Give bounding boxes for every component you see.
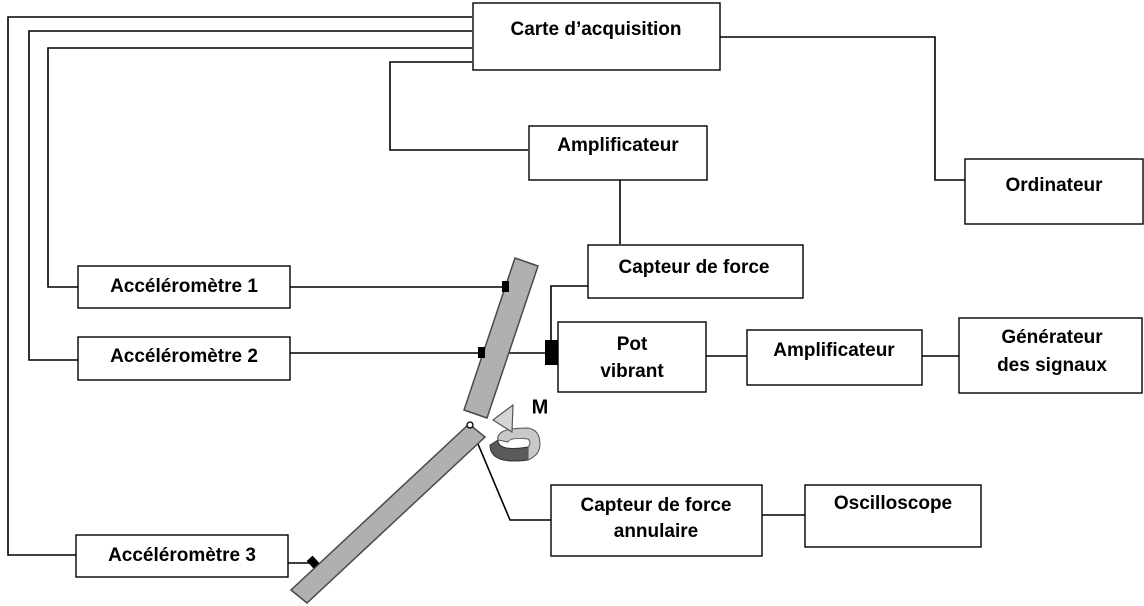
ordinateur-box: Ordinateur [964, 158, 1144, 225]
carte-acquisition-label: Carte d’acquisition [510, 19, 681, 40]
accelerometre-3-box: Accéléromètre 3 [75, 534, 289, 578]
pot-vibrant-line1: Pot [617, 334, 648, 355]
capteur-force-label: Capteur de force [619, 257, 770, 278]
beam-structure [289, 257, 558, 604]
moment-arrow: M [489, 396, 549, 462]
wire-acc2-to-carte [28, 30, 472, 361]
connection-wires [7, 16, 965, 564]
amplificateur-right-box: Amplificateur [746, 329, 923, 386]
amplificateur-top-box: Amplificateur [528, 125, 708, 181]
ordinateur-label: Ordinateur [1005, 175, 1103, 196]
pot-vibrant-line2: vibrant [600, 361, 664, 382]
accelerometer-2-block [478, 347, 485, 358]
wire-carte-to-ordinateur [720, 36, 965, 181]
capteur-force-box: Capteur de force [587, 244, 804, 299]
generateur-line1: Générateur [1001, 327, 1103, 348]
wire-capteur-to-pot [550, 285, 588, 342]
moment-label: M [532, 396, 549, 418]
accelerometre-2-box: Accéléromètre 2 [77, 336, 291, 381]
capteur-annulaire-line1: Capteur de force [581, 495, 732, 516]
moment-arrow-body [497, 427, 541, 461]
carte-acquisition-box: Carte d’acquisition [472, 2, 721, 71]
pot-vibrant-box: Pot vibrant [557, 321, 707, 393]
wire-joint-to-ring-sensor [469, 424, 551, 521]
accelerometer-3-block [306, 555, 320, 569]
accelerometre-3-label: Accéléromètre 3 [108, 545, 256, 566]
wire-acc1-to-carte [47, 47, 472, 288]
capteur-annulaire-box: Capteur de force annulaire [550, 484, 763, 557]
accelerometer-1-block [502, 281, 509, 292]
moment-arrow-head [491, 403, 514, 434]
upper-beam [463, 257, 539, 419]
generateur-box: Générateur des signaux [958, 317, 1143, 394]
amplificateur-right-label: Amplificateur [773, 340, 895, 361]
amplificateur-top-label: Amplificateur [557, 135, 679, 156]
wire-acc3-to-carte [7, 16, 472, 556]
pot-vibrant-head [545, 340, 558, 365]
accelerometre-2-label: Accéléromètre 2 [110, 346, 258, 367]
lower-beam [289, 423, 487, 604]
moment-arrow-tail [489, 439, 529, 462]
accelerometre-1-label: Accéléromètre 1 [110, 276, 258, 297]
generateur-line2: des signaux [997, 355, 1107, 376]
capteur-annulaire-line2: annulaire [614, 521, 698, 542]
accelerometre-1-box: Accéléromètre 1 [77, 265, 291, 309]
wire-amplifier-to-carte [389, 61, 528, 151]
oscilloscope-label: Oscilloscope [834, 493, 952, 514]
oscilloscope-box: Oscilloscope [804, 484, 982, 548]
joint-pivot [466, 421, 474, 429]
